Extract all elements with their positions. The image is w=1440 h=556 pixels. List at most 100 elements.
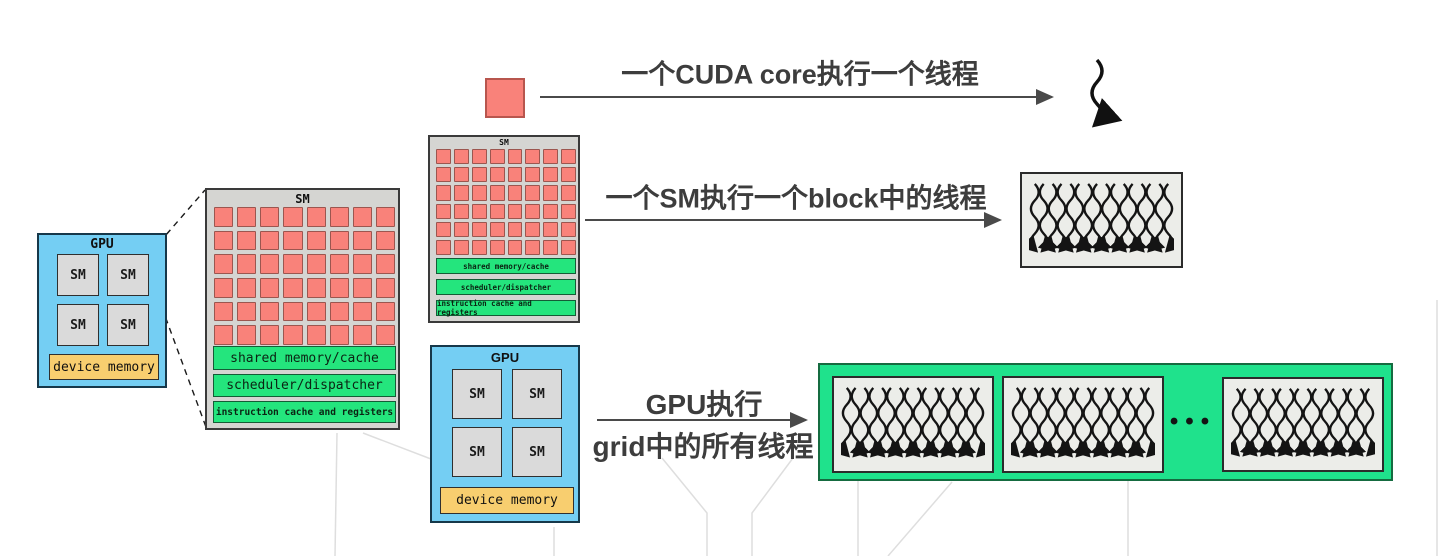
sm-square: SM [452,427,502,477]
cuda-core [306,277,326,298]
cuda-core [352,277,372,298]
cuda-core [525,149,541,165]
cuda-core [561,185,576,201]
cuda-core [471,149,487,165]
cuda-core [306,254,326,274]
cuda-core [507,185,523,201]
cuda-core [489,167,505,183]
sm-square: SM [57,254,99,296]
cuda-core [237,254,257,274]
cuda-core [352,254,372,274]
cuda-core [214,207,234,227]
cuda-core [283,277,303,298]
cuda-core [507,203,523,219]
cuda-core [329,207,349,227]
thread-block-box [1222,377,1384,472]
cuda-core [543,203,559,219]
caption-core-thread: 一个CUDA core执行一个线程 [621,59,979,90]
cuda-core [329,230,349,251]
caption-gpu-grid-line2: grid中的所有线程 [592,431,814,462]
thread-bundle [1231,385,1375,464]
cuda-core-icon [485,78,525,118]
cuda-core [260,254,280,274]
sm-square: SM [512,427,562,477]
flow-arrows [540,89,1054,428]
cuda-core [436,221,451,237]
single-thread-squiggle-icon [1090,58,1123,128]
shared-memory-bar: shared memory/cache [213,346,396,370]
cuda-core [561,239,576,255]
caption-gpu-grid-line1: GPU执行 [645,389,763,420]
cuda-core [436,239,451,255]
cuda-core [260,325,280,345]
cuda-core [453,239,469,255]
cuda-core [489,149,505,165]
cuda-core [283,325,303,345]
thread-block-box [1020,172,1183,268]
cuda-core [375,277,395,298]
cuda-core [214,301,234,322]
cuda-core-grid [214,207,395,345]
sm-title: SM [499,138,509,147]
cuda-core [525,185,541,201]
thread-bundle [841,384,985,465]
cuda-core [543,221,559,237]
cuda-core [306,230,326,251]
cuda-core [260,207,280,227]
cuda-core [329,325,349,345]
cuda-core [329,254,349,274]
gpu-title: GPU [90,237,114,252]
cuda-core [237,301,257,322]
cuda-core [543,149,559,165]
cuda-core [375,230,395,251]
faint-background-lines [334,300,1438,556]
cuda-core [507,167,523,183]
cuda-core [375,254,395,274]
cuda-core [214,325,234,345]
caption-sm-block: 一个SM执行一个block中的线程 [605,183,987,214]
cuda-core [471,239,487,255]
cuda-core [375,325,395,345]
cuda-core [561,221,576,237]
cuda-core [525,167,541,183]
cuda-core [260,230,280,251]
cuda-core [471,203,487,219]
instruction-cache-bar: instruction cache and registers [436,299,576,317]
cuda-core [471,221,487,237]
cuda-core [283,230,303,251]
cuda-core [237,277,257,298]
thread-block-box [1002,376,1164,473]
cuda-core [471,185,487,201]
gpu-box-small: GPU SM SM SM SM device memory [37,233,167,388]
cuda-core [436,167,451,183]
cuda-core [329,277,349,298]
gpu-title: GPU [490,350,520,365]
cuda-core [543,239,559,255]
cuda-core [507,239,523,255]
cuda-core [214,230,234,251]
scheduler-bar: scheduler/dispatcher [436,279,576,295]
cuda-core [489,203,505,219]
instruction-cache-bar: instruction cache and registers [213,401,396,423]
sm-square: SM [57,304,99,346]
sm-square: SM [452,369,502,419]
cuda-core [561,149,576,165]
cuda-core [260,301,280,322]
cuda-core [453,149,469,165]
cuda-core [489,221,505,237]
thread-bundle [1029,180,1174,260]
cuda-core [543,185,559,201]
device-memory-bar: device memory [440,487,574,514]
cuda-core [471,167,487,183]
cuda-core [306,301,326,322]
sm-square: SM [107,254,149,296]
cuda-core [237,207,257,227]
cuda-core [489,239,505,255]
cuda-core [436,149,451,165]
cuda-core [453,221,469,237]
sm-square: SM [107,304,149,346]
cuda-core [306,207,326,227]
sm-title: SM [295,192,310,206]
cuda-core [561,167,576,183]
